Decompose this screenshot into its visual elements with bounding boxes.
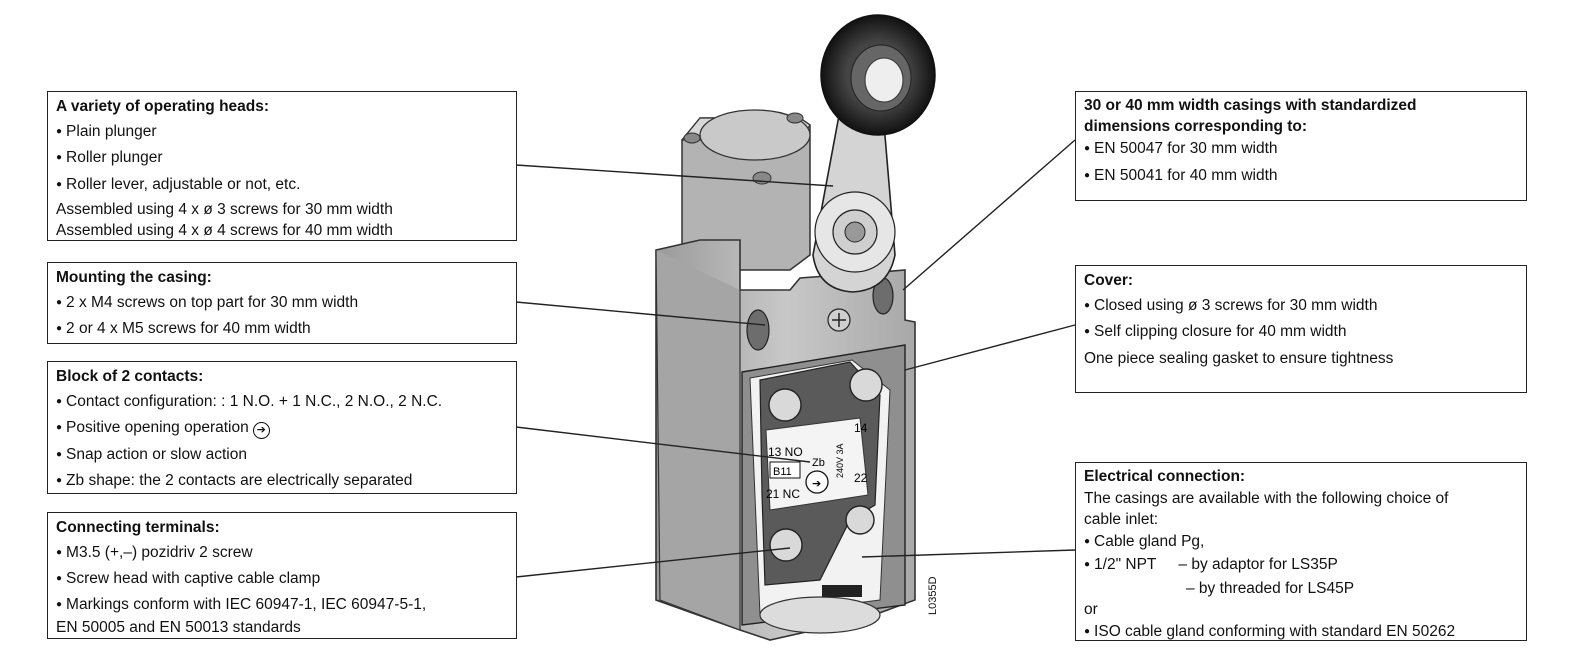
leader-lines bbox=[515, 139, 1076, 578]
mounting-item: 2 x M4 screws on top part for 30 mm widt… bbox=[56, 291, 508, 318]
electrical-title: Electrical connection: bbox=[1084, 468, 1246, 485]
terminals-item: Screw head with captive cable clamp bbox=[56, 567, 508, 594]
operating-head-item: Roller lever, adjustable or not, etc. bbox=[56, 173, 508, 200]
terminals-continuation: EN 50005 and EN 50013 standards bbox=[56, 618, 301, 636]
mounting-box: Mounting the casing: 2 x M4 screws on to… bbox=[47, 262, 517, 344]
contacts-box: Block of 2 contacts: Contact configurati… bbox=[47, 361, 517, 494]
electrical-item: ISO cable gland conforming with standard… bbox=[1084, 621, 1518, 645]
electrical-npt-item: 1/2" NPT – by adaptor for LS35P bbox=[1084, 554, 1518, 578]
casings-title: dimensions corresponding to: bbox=[1084, 118, 1308, 135]
zb-label: Zb bbox=[812, 457, 825, 469]
casings-item: EN 50041 for 40 mm width bbox=[1084, 164, 1518, 191]
contacts-item: Positive opening operation➔ bbox=[56, 416, 508, 443]
operating-head-item: Roller plunger bbox=[56, 146, 508, 173]
operating-head-note: Assembled using 4 x ø 4 screws for 40 mm… bbox=[56, 222, 393, 239]
roller-lever bbox=[812, 14, 936, 293]
terminal-no-label: 13 NO bbox=[768, 445, 803, 459]
contacts-item: Snap action or slow action bbox=[56, 443, 508, 470]
operating-head-item: Plain plunger bbox=[56, 120, 508, 147]
terminals-item: M3.5 (+,–) pozidriv 2 screw bbox=[56, 541, 508, 568]
cover-item: Self clipping closure for 40 mm width bbox=[1084, 320, 1518, 347]
operating-head-note: Assembled using 4 x ø 3 screws for 30 mm… bbox=[56, 201, 393, 218]
diagram-reference-code: L0355D bbox=[927, 576, 939, 615]
cover-box: Cover: Closed using ø 3 screws for 30 mm… bbox=[1075, 265, 1527, 393]
terminal-22-label: 22 bbox=[854, 471, 868, 485]
terminals-item: Markings conform with IEC 60947-1, IEC 6… bbox=[56, 594, 508, 617]
positive-opening-icon: ➔ bbox=[252, 422, 270, 439]
contact-block: ➔ B11 13 NO 21 NC 14 22 Zb 240V 3A bbox=[759, 361, 883, 634]
electrical-intro: cable inlet: bbox=[1084, 511, 1159, 528]
terminals-title: Connecting terminals: bbox=[56, 519, 220, 536]
electrical-box: Electrical connection: The casings are a… bbox=[1075, 462, 1527, 641]
contacts-title: Block of 2 contacts: bbox=[56, 368, 204, 385]
contacts-item-text: Positive opening operation bbox=[66, 419, 249, 436]
electrical-item: Cable gland Pg, bbox=[1084, 531, 1518, 555]
operating-heads-box: A variety of operating heads: Plain plun… bbox=[47, 91, 517, 241]
electrical-intro: The casings are available with the follo… bbox=[1084, 489, 1449, 507]
npt-option: – by threaded for LS45P bbox=[1186, 579, 1355, 597]
npt-option: – by adaptor for LS35P bbox=[1178, 556, 1338, 573]
terminals-box: Connecting terminals: M3.5 (+,–) pozidri… bbox=[47, 512, 517, 639]
contacts-item: Zb shape: the 2 contacts are electricall… bbox=[56, 469, 508, 496]
svg-text:➔: ➔ bbox=[812, 477, 821, 490]
casings-item: EN 50047 for 30 mm width bbox=[1084, 137, 1518, 164]
cover-title: Cover: bbox=[1084, 272, 1134, 289]
operating-heads-title: A variety of operating heads: bbox=[56, 98, 270, 115]
mounting-title: Mounting the casing: bbox=[56, 269, 212, 286]
rating-label: 240V 3A bbox=[835, 443, 845, 478]
terminal-b11-label: B11 bbox=[773, 466, 792, 478]
terminal-14-label: 14 bbox=[854, 421, 868, 435]
contacts-item: Contact configuration: : 1 N.O. + 1 N.C.… bbox=[56, 390, 508, 417]
electrical-or: or bbox=[1084, 601, 1098, 618]
casings-box: 30 or 40 mm width casings with standardi… bbox=[1075, 91, 1527, 201]
cover-note: One piece sealing gasket to ensure tight… bbox=[1084, 349, 1394, 367]
terminal-nc-label: 21 NC bbox=[766, 487, 800, 501]
npt-label: 1/2" NPT bbox=[1094, 556, 1157, 573]
casings-title: 30 or 40 mm width casings with standardi… bbox=[1084, 97, 1417, 114]
mounting-item: 2 or 4 x M5 screws for 40 mm width bbox=[56, 317, 508, 344]
cover-item: Closed using ø 3 screws for 30 mm width bbox=[1084, 294, 1518, 321]
